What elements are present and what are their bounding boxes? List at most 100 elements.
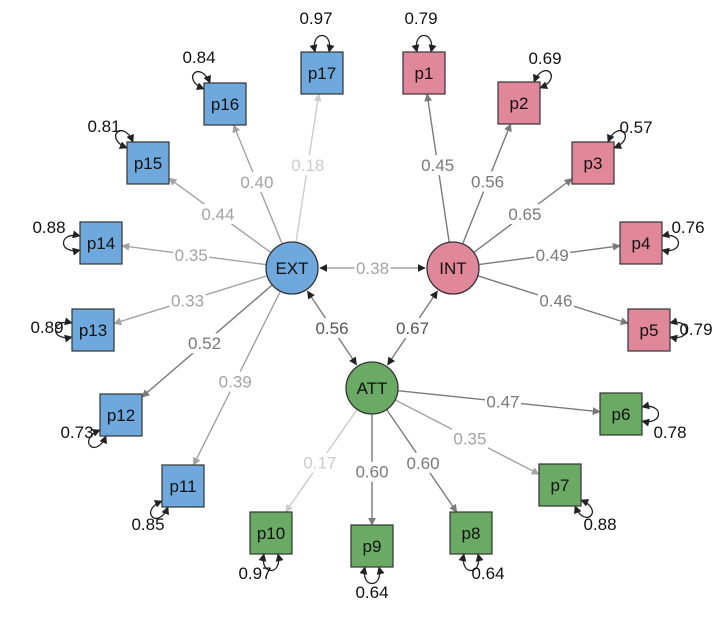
residual-loop-p13 [55,317,73,343]
loading-label-p7: 0.35 [453,430,486,449]
residual-label-p3: 0.57 [619,118,652,137]
indicator-box-p13 [71,308,115,352]
residual-loop-p8 [458,553,484,571]
loading-label-p1: 0.45 [421,156,454,175]
indicator-label-p6: p6 [612,405,631,424]
loading-label-bg [217,371,254,392]
loading-label-bg [419,155,456,176]
residual-label-p12: 0.73 [60,423,93,442]
indicator-box-p17 [300,51,344,95]
residual-label-p2: 0.69 [528,49,561,68]
loading-label-bg [405,452,442,473]
residual-loop-p2 [533,70,552,89]
residual-label-p9: 0.64 [355,583,388,602]
residual-loop-p17 [309,35,335,53]
indicator-label-p15: p15 [134,154,162,173]
loading-label-bg [238,172,275,193]
indicator-label-p1: p1 [415,64,434,83]
loading-label-p3: 0.65 [508,205,541,224]
indicator-box-p15 [126,141,170,185]
residual-label-p16: 0.84 [182,48,215,67]
loading-label-bg [537,290,574,311]
indicator-box-p9 [350,524,394,568]
loading-label-bg [451,428,488,449]
loading-label-p4: 0.49 [536,246,569,265]
residual-label-p4: 0.76 [671,218,704,237]
covariance-label-INT-ATT: 0.67 [396,319,429,338]
residual-loop-p9 [359,566,385,584]
indicator-box-p7 [538,463,582,507]
residual-label-p14: 0.88 [32,218,65,237]
indicator-box-p8 [449,511,493,555]
loading-label-p2: 0.56 [471,173,504,192]
indicator-box-p5 [627,308,671,352]
indicator-box-p16 [203,82,247,126]
covariance-label-bg [354,258,391,278]
indicator-box-p1 [402,51,446,95]
nodes-layer: p1p2p3p4p5p6p7p8p9p10p11p12p13p14p15p16p… [71,51,671,568]
indicator-box-p11 [161,464,205,508]
residual-loop-p11 [150,500,169,519]
indicator-box-p6 [599,392,643,436]
loading-label-p16: 0.40 [240,173,273,192]
labels-layer: 0.450.560.650.490.460.470.350.600.600.17… [30,9,712,602]
covariance-label-EXT-INT: 0.38 [356,259,389,278]
indicator-box-p10 [249,511,293,555]
loading-label-p13: 0.33 [171,292,204,311]
indicator-box-p2 [497,81,541,125]
residual-loop-p6 [641,401,659,427]
indicator-label-p4: p4 [632,234,651,253]
loading-label-p12: 0.52 [188,334,221,353]
covariance-label-bg [394,318,431,338]
loading-label-p6: 0.47 [486,393,519,412]
residual-label-p11: 0.85 [131,515,164,534]
indicator-label-p11: p11 [169,477,196,496]
residual-loop-p4 [661,230,679,256]
loading-label-bg [186,333,223,354]
indicator-label-p5: p5 [640,321,659,340]
residual-loop-p1 [411,35,437,53]
latent-label-ATT: ATT [357,379,388,398]
residual-label-p15: 0.81 [87,117,120,136]
indicator-label-p16: p16 [211,95,239,114]
residual-loop-p10 [258,553,284,571]
indicator-label-p10: p10 [257,524,285,543]
indicator-label-p17: p17 [308,64,336,83]
residual-label-p6: 0.78 [653,423,686,442]
residual-label-p13: 0.89 [30,318,63,337]
residuals-layer [55,35,687,584]
residual-loop-p5 [669,317,687,343]
loading-label-bg [534,244,571,265]
residual-loop-p16 [192,71,211,90]
latent-node-INT [426,241,480,295]
indicator-box-p14 [79,221,123,265]
indicator-label-p9: p9 [363,537,382,556]
loading-label-bg [169,290,206,311]
residual-label-p7: 0.88 [583,515,616,534]
loading-label-bg [484,391,521,412]
loading-label-bg [469,171,506,192]
loading-label-p15: 0.44 [201,205,234,224]
residual-label-p5: 0.79 [679,320,712,339]
covariance-label-bg [314,318,350,338]
residual-loop-p15 [115,130,134,149]
indicator-label-p7: p7 [551,476,570,495]
loading-label-bg [506,204,543,225]
residual-label-p8: 0.64 [471,564,504,583]
residual-loop-p7 [574,499,593,518]
loading-label-bg [173,244,210,265]
residual-loop-p14 [63,230,81,256]
indicator-box-p3 [571,141,615,185]
indicator-label-p13: p13 [79,321,107,340]
indicator-box-p12 [99,393,143,437]
loading-label-p11: 0.39 [219,373,252,392]
loading-label-p9: 0.60 [355,463,388,482]
residual-label-p1: 0.79 [404,9,437,28]
residual-label-p10: 0.97 [238,564,271,583]
residual-loop-p3 [607,130,626,149]
latent-node-EXT [265,241,319,295]
latent-label-INT: INT [439,259,466,278]
loading-label-p8: 0.60 [407,454,440,473]
indicator-label-p14: p14 [87,234,115,253]
